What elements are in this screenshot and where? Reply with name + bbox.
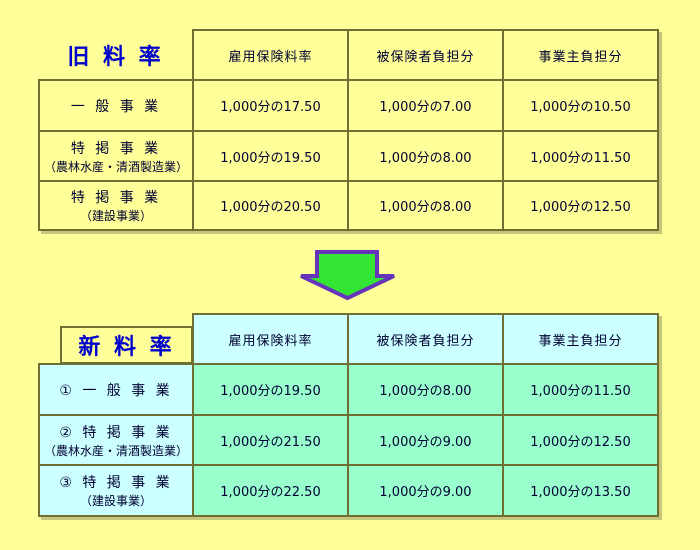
row-label: ② 特 掲 事 業 [59,424,173,441]
new-special-agri-employer-share: 1,000分の12.50 [502,414,659,466]
old-special-construction-insurance-rate: 1,000分の20.50 [192,180,349,231]
old-general-insured-share: 1,000分の7.00 [347,79,504,132]
new-header-insurance-rate: 雇用保険料率 [192,313,349,365]
row-label: ③ 特 掲 事 業 [59,475,173,491]
new-general-employer-share: 1,000分の11.50 [502,363,659,416]
new-header-row: 新 料 率 雇用保険料率 被保険者負担分 事業主負担分 [39,313,659,365]
old-header-insured-share: 被保険者負担分 [347,29,504,81]
new-special-construction-insured-share: 1,000分の9.00 [347,464,504,517]
row-label: 特 掲 事 業 [70,190,162,206]
old-row-general-label-cell: 一 般 事 業 [38,79,194,132]
old-header-employer-share: 事業主負担分 [502,29,659,81]
new-row-special-construction: ③ 特 掲 事 業 （建設事業） 1,000分の22.50 1,000分の9.0… [38,464,659,517]
row-sublabel: （建設事業） [79,494,152,508]
new-row-special-construction-label-cell: ③ 特 掲 事 業 （建設事業） [38,464,194,517]
new-header-employer-share: 事業主負担分 [502,313,659,365]
row-sublabel: （農林水産・清酒製造業） [43,159,188,174]
new-general-insurance-rate: 1,000分の19.50 [192,363,349,416]
new-rates-title-box: 新 料 率 [60,326,193,364]
old-general-employer-share: 1,000分の10.50 [502,79,659,132]
row-label: 特 掲 事 業 [70,140,162,157]
new-row-special-agri-label-cell: ② 特 掲 事 業 （農林水産・清酒製造業） [38,414,194,466]
old-special-agri-insured-share: 1,000分の8.00 [347,130,504,182]
old-header-row: 旧 料 率 雇用保険料率 被保険者負担分 事業主負担分 [39,29,659,81]
old-rates-table: 旧 料 率 雇用保険料率 被保険者負担分 事業主負担分 一 般 事 業 1,00… [38,29,659,231]
down-arrow-icon [295,244,405,304]
new-rates-table: 新 料 率 雇用保険料率 被保険者負担分 事業主負担分 ① 一 般 事 業 1,… [38,313,659,517]
old-rates-title: 旧 料 率 [67,44,164,70]
old-row-general: 一 般 事 業 1,000分の17.50 1,000分の7.00 1,000分の… [38,79,659,132]
old-row-special-construction-label-cell: 特 掲 事 業 （建設事業） [38,180,194,231]
old-special-construction-employer-share: 1,000分の12.50 [502,180,659,231]
old-special-agri-insurance-rate: 1,000分の19.50 [192,130,349,182]
new-special-construction-insurance-rate: 1,000分の22.50 [192,464,349,517]
new-general-insured-share: 1,000分の8.00 [347,363,504,416]
row-sublabel: （農林水産・清酒製造業） [43,443,188,458]
new-rates-title-cell: 新 料 率 [39,314,193,364]
new-rates-title: 新 料 率 [78,335,175,360]
old-special-construction-insured-share: 1,000分の8.00 [347,180,504,231]
new-special-agri-insurance-rate: 1,000分の21.50 [192,414,349,466]
old-row-special-construction: 特 掲 事 業 （建設事業） 1,000分の20.50 1,000分の8.00 … [38,180,659,231]
new-row-general-label-cell: ① 一 般 事 業 [38,363,194,416]
new-special-construction-employer-share: 1,000分の13.50 [502,464,659,517]
old-row-special-agri-label-cell: 特 掲 事 業 （農林水産・清酒製造業） [38,130,194,182]
row-label: 一 般 事 業 [70,98,162,115]
old-special-agri-employer-share: 1,000分の11.50 [502,130,659,182]
new-header-insured-share: 被保険者負担分 [347,313,504,365]
old-header-insurance-rate: 雇用保険料率 [192,29,349,81]
old-general-insurance-rate: 1,000分の17.50 [192,79,349,132]
row-sublabel: （建設事業） [79,209,152,223]
old-rates-title-cell: 旧 料 率 [39,30,193,80]
new-row-special-agri: ② 特 掲 事 業 （農林水産・清酒製造業） 1,000分の21.50 1,00… [38,414,659,466]
row-label: ① 一 般 事 業 [59,382,173,399]
new-row-general: ① 一 般 事 業 1,000分の19.50 1,000分の8.00 1,000… [38,363,659,416]
old-row-special-agri: 特 掲 事 業 （農林水産・清酒製造業） 1,000分の19.50 1,000分… [38,130,659,182]
new-special-agri-insured-share: 1,000分の9.00 [347,414,504,466]
